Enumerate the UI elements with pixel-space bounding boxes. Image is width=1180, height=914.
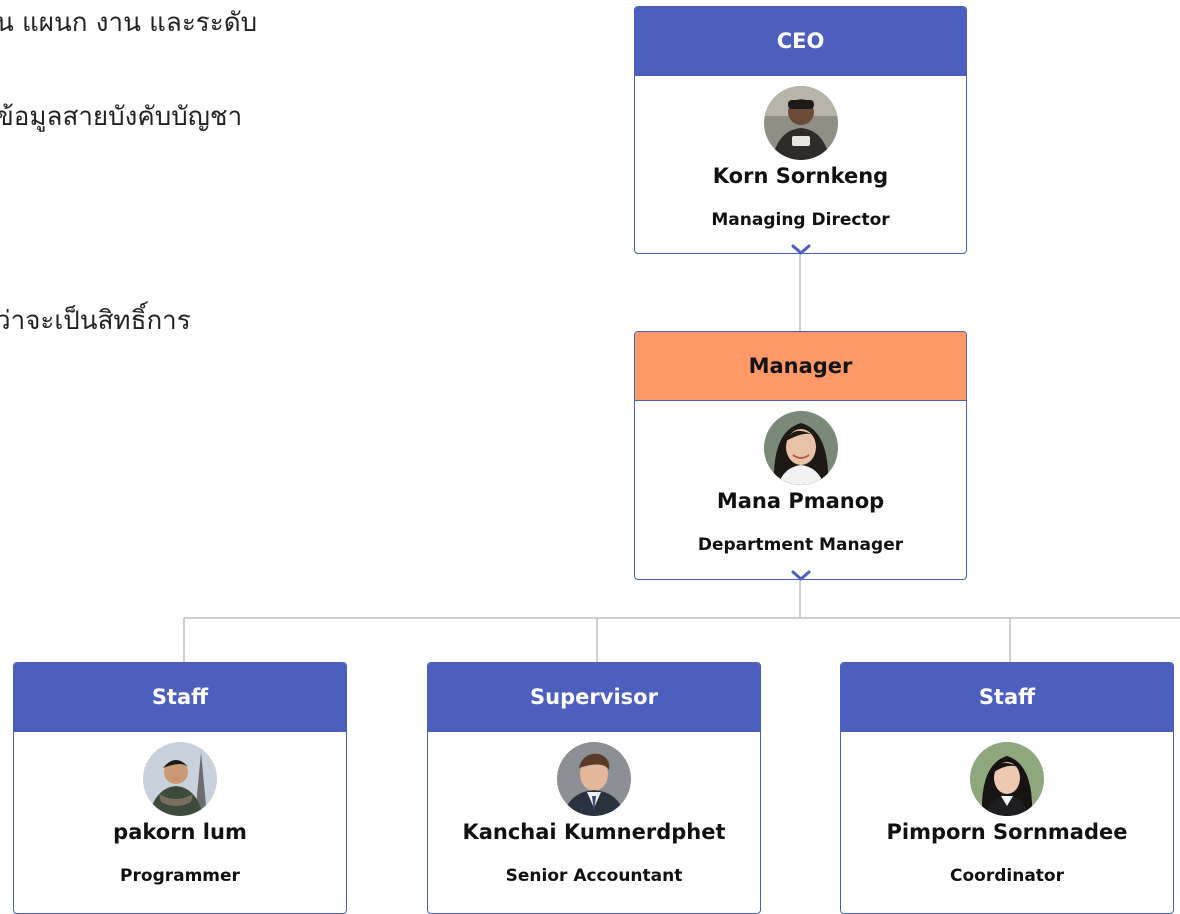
avatar <box>763 411 838 485</box>
intro-line-2: ข้อมูลสายบังคับบัญชา <box>0 102 243 132</box>
org-node-report[interactable]: Staff pakorn lum Programmer <box>13 662 347 914</box>
intro-line-1: น แผนก งาน และระดับ <box>0 8 258 38</box>
org-node-report[interactable]: Supervisor Kanchai Kumnerdphet Senior Ac… <box>427 662 761 914</box>
person-title: Senior Accountant <box>505 866 683 886</box>
org-node-report[interactable]: Staff Pimporn Sornmadee Coordinator <box>840 662 1174 914</box>
person-name: Mana Pmanop <box>716 489 885 513</box>
person-name: Pimporn Sornmadee <box>886 820 1128 844</box>
org-node-ceo[interactable]: CEO Korn Sornkeng Managing Director <box>634 6 967 256</box>
chevron-down-icon[interactable] <box>790 244 812 256</box>
intro-line-3: ว่าจะเป็นสิทธิ์การ <box>0 306 191 336</box>
person-title: Programmer <box>120 866 240 886</box>
person-name: Kanchai Kumnerdphet <box>462 820 726 844</box>
person-title: Department Manager <box>697 535 904 555</box>
person-title: Managing Director <box>711 210 890 230</box>
avatar <box>557 742 631 816</box>
avatar <box>763 86 838 160</box>
avatar <box>143 742 217 816</box>
person-title: Coordinator <box>950 866 1064 886</box>
avatar <box>970 742 1044 816</box>
node-role-header: CEO <box>635 7 966 76</box>
node-role-header: Staff <box>841 663 1173 732</box>
node-role-header: Supervisor <box>428 663 760 732</box>
person-name: pakorn lum <box>113 820 247 844</box>
org-node-manager[interactable]: Manager Mana Pmanop Department Manager <box>634 331 967 582</box>
node-role-header: Staff <box>14 663 346 732</box>
node-role-header: Manager <box>635 332 966 401</box>
chevron-down-icon[interactable] <box>790 570 812 582</box>
person-name: Korn Sornkeng <box>712 164 889 188</box>
